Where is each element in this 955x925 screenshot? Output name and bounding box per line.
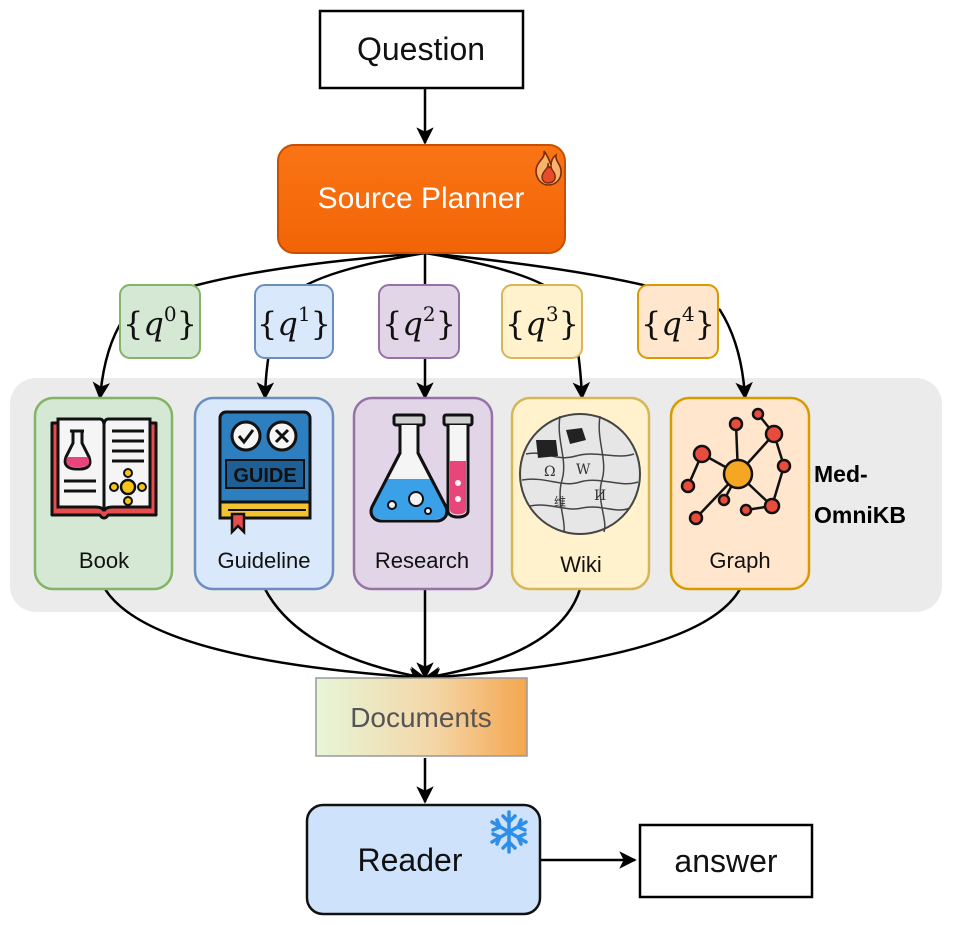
- arrow-graph-to-documents: [423, 588, 742, 686]
- book-icon: [50, 417, 158, 520]
- graph-network-icon: [680, 407, 792, 526]
- reader-node: Reader: [305, 803, 542, 916]
- arrow-wiki-to-documents: [423, 588, 582, 684]
- source-card-book: Book: [33, 396, 174, 591]
- source-label-graph: Graph: [709, 548, 770, 573]
- fire-icon: [535, 150, 562, 186]
- source-card-research: Research: [352, 396, 494, 591]
- svg-text:Ω: Ω: [544, 464, 556, 480]
- arrow-book-to-documents: [103, 588, 427, 686]
- source-card-graph: Graph: [669, 396, 811, 591]
- question-node: Question: [318, 9, 525, 90]
- source-planner-label: Source Planner: [318, 182, 525, 215]
- query-box-4: {q4}: [637, 284, 719, 359]
- svg-text:{q3}: {q3}: [505, 302, 579, 343]
- svg-text:{q0}: {q0}: [123, 302, 197, 343]
- answer-node: answer: [638, 823, 814, 899]
- source-card-wiki: W Ω И 维 Wiki: [510, 396, 651, 591]
- svg-text:И: И: [594, 488, 606, 504]
- question-label: Question: [357, 31, 485, 67]
- guide-badge-text: GUIDE: [233, 465, 296, 487]
- svg-text:W: W: [576, 462, 591, 478]
- query-box-1: {q1}: [254, 284, 334, 359]
- svg-text:维: 维: [554, 495, 566, 509]
- documents-node: Documents: [315, 677, 528, 757]
- source-card-guideline: GUIDE Guideline: [193, 396, 335, 591]
- source-label-wiki: Wiki: [560, 552, 602, 577]
- flask-icon: [369, 413, 474, 523]
- arrow-guideline-to-documents: [263, 588, 427, 684]
- query-box-2: {q2}: [378, 284, 460, 359]
- source-label-research: Research: [375, 548, 469, 573]
- query-box-3: {q3}: [501, 284, 583, 359]
- source-label-book: Book: [79, 548, 130, 573]
- svg-text:{q2}: {q2}: [382, 302, 456, 343]
- wikipedia-globe-icon: W Ω И 维: [519, 413, 641, 535]
- source-label-guideline: Guideline: [218, 548, 311, 573]
- reader-label: Reader: [358, 842, 463, 878]
- svg-text:{q4}: {q4}: [641, 302, 715, 343]
- kb-name-line2: OmniKB: [814, 502, 906, 528]
- documents-label: Documents: [350, 702, 492, 733]
- query-box-0: {q0}: [119, 284, 201, 359]
- svg-text:{q1}: {q1}: [257, 302, 331, 343]
- source-planner-node: Source Planner: [277, 144, 566, 254]
- kb-name-line1: Med-: [814, 461, 868, 487]
- guide-book-icon: GUIDE: [218, 410, 312, 536]
- snowflake-icon: [490, 810, 528, 854]
- query-boxes: {q0} {q1} {q2} {q3} {q4}: [119, 284, 719, 359]
- answer-label: answer: [674, 843, 778, 879]
